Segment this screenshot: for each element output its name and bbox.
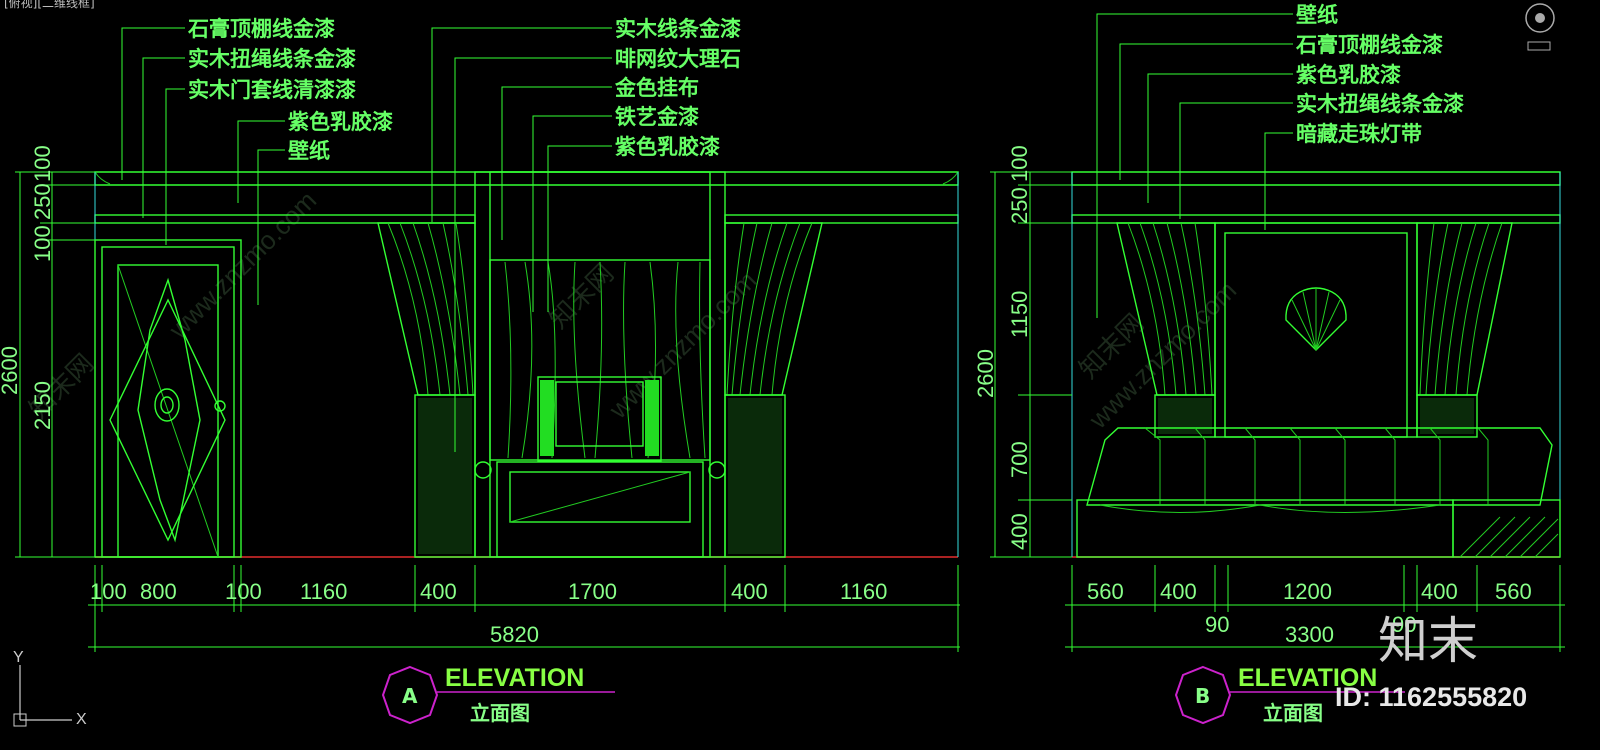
hdim-a-1160b: 1160 xyxy=(840,579,887,604)
label-b-led-strip: 暗藏走珠灯带 xyxy=(1296,122,1422,146)
label-a-wallpaper: 壁纸 xyxy=(288,139,330,163)
hdim-a-800: 800 xyxy=(140,579,177,604)
label-a-wood-trim: 实木线条金漆 xyxy=(615,17,741,41)
vdim-a-100: 100 xyxy=(30,145,55,182)
watermark-logo: 知末 xyxy=(1378,612,1478,670)
cornice-curve-a xyxy=(94,171,959,185)
feature-panel-b xyxy=(1214,222,1418,438)
watermark-id: ID: 1162555820 xyxy=(1335,682,1527,712)
hdim-b-560: 560 xyxy=(1087,579,1124,604)
cornice-b xyxy=(1071,171,1561,186)
label-a-iron-gold: 铁艺金漆 xyxy=(615,105,699,129)
marble-block-left xyxy=(418,398,472,554)
vdim-b-700: 700 xyxy=(1007,441,1032,478)
tag-b-letter: B xyxy=(1195,684,1210,708)
column-left-a xyxy=(377,222,476,558)
vdim-b-400: 400 xyxy=(1007,513,1032,550)
elevation-a: 石膏顶棚线金漆 实木扭绳线条金漆 实木门套线清漆漆 紫色乳胶漆 壁纸 实木线条金… xyxy=(0,17,960,725)
hdim-b-1200: 1200 xyxy=(1283,579,1332,604)
hdim-a-1160: 1160 xyxy=(300,579,347,604)
vdim-a xyxy=(15,171,95,558)
center-panel-a xyxy=(474,171,726,558)
leaders-a-left xyxy=(121,27,285,305)
label-a-purple-paint-2: 紫色乳胶漆 xyxy=(615,135,720,159)
vdim-a-2150: 2150 xyxy=(30,381,55,430)
vdim-b-2600: 2600 xyxy=(973,349,998,398)
label-a-gypsum-ceiling: 石膏顶棚线金漆 xyxy=(187,17,335,41)
elevation-tag-a xyxy=(381,665,615,725)
leaders-a-right xyxy=(431,27,612,452)
column-right-b xyxy=(1416,222,1513,438)
label-b-gypsum-ceiling: 石膏顶棚线金漆 xyxy=(1295,33,1443,57)
hdim-a-400b: 400 xyxy=(731,579,768,604)
rope-molding-right xyxy=(724,214,959,224)
viewport-label[interactable]: [俯视][二维线框] xyxy=(4,0,95,10)
label-a-gold-fabric: 金色挂布 xyxy=(614,76,699,100)
elevation-tag-b xyxy=(1174,665,1405,725)
label-b-wallpaper: 壁纸 xyxy=(1296,3,1338,27)
vdim-b xyxy=(990,171,1072,558)
tag-b-title: ELEVATION xyxy=(1238,664,1377,692)
hdim-b-90: 90 xyxy=(1205,612,1229,637)
label-a-door-casing: 实木门套线清漆漆 xyxy=(188,78,356,102)
hdim-a xyxy=(88,565,960,652)
label-a-rope-molding: 实木扭绳线条金漆 xyxy=(188,47,356,71)
ucs-icon xyxy=(13,665,72,727)
label-a-purple-paint: 紫色乳胶漆 xyxy=(288,110,393,134)
hdim-b-400b: 400 xyxy=(1421,579,1458,604)
cornice-a xyxy=(94,171,959,186)
hdim-b-total: 3300 xyxy=(1285,622,1334,647)
door-a xyxy=(94,239,242,558)
elevation-b: 壁纸 石膏顶棚线金漆 紫色乳胶漆 实木扭绳线条金漆 暗藏走珠灯带 100 250… xyxy=(973,3,1565,725)
label-b-rope-molding: 实木扭绳线条金漆 xyxy=(1296,92,1464,116)
hdim-a-100: 100 xyxy=(90,579,127,604)
tag-b-sub: 立面图 xyxy=(1263,701,1323,725)
hdim-a-total: 5820 xyxy=(490,622,539,647)
hdim-b-400: 400 xyxy=(1160,579,1197,604)
tag-a-sub: 立面图 xyxy=(470,701,530,725)
vdim-b-100: 100 xyxy=(1007,145,1032,182)
hdim-a-1700: 1700 xyxy=(568,579,617,604)
ucs-x-label: X xyxy=(76,711,87,728)
leaders-b xyxy=(1096,13,1293,318)
vdim-b-1150: 1150 xyxy=(1007,291,1032,338)
compass-icon[interactable] xyxy=(1525,3,1555,51)
rope-molding-b xyxy=(1071,214,1561,224)
label-b-purple-paint: 紫色乳胶漆 xyxy=(1296,63,1401,87)
hdim-b-90b: 90 xyxy=(1392,612,1416,637)
vdim-a-2600: 2600 xyxy=(0,346,22,395)
hdim-b-560b: 560 xyxy=(1495,579,1532,604)
tag-a-letter: A xyxy=(402,684,418,708)
hdim-a-400: 400 xyxy=(420,579,457,604)
label-a-marble: 啡网纹大理石 xyxy=(615,47,741,71)
tag-a-title: ELEVATION xyxy=(445,664,584,692)
hdim-a-100b: 100 xyxy=(225,579,262,604)
vdim-a-100b: 100 xyxy=(30,225,55,262)
vdim-b-250: 250 xyxy=(1007,187,1032,224)
marble-block-right xyxy=(728,398,782,554)
hdim-b xyxy=(1065,565,1565,652)
vdim-a-250: 250 xyxy=(30,183,55,220)
sofa-b xyxy=(1076,427,1561,558)
ucs-y-label: Y xyxy=(13,649,24,666)
